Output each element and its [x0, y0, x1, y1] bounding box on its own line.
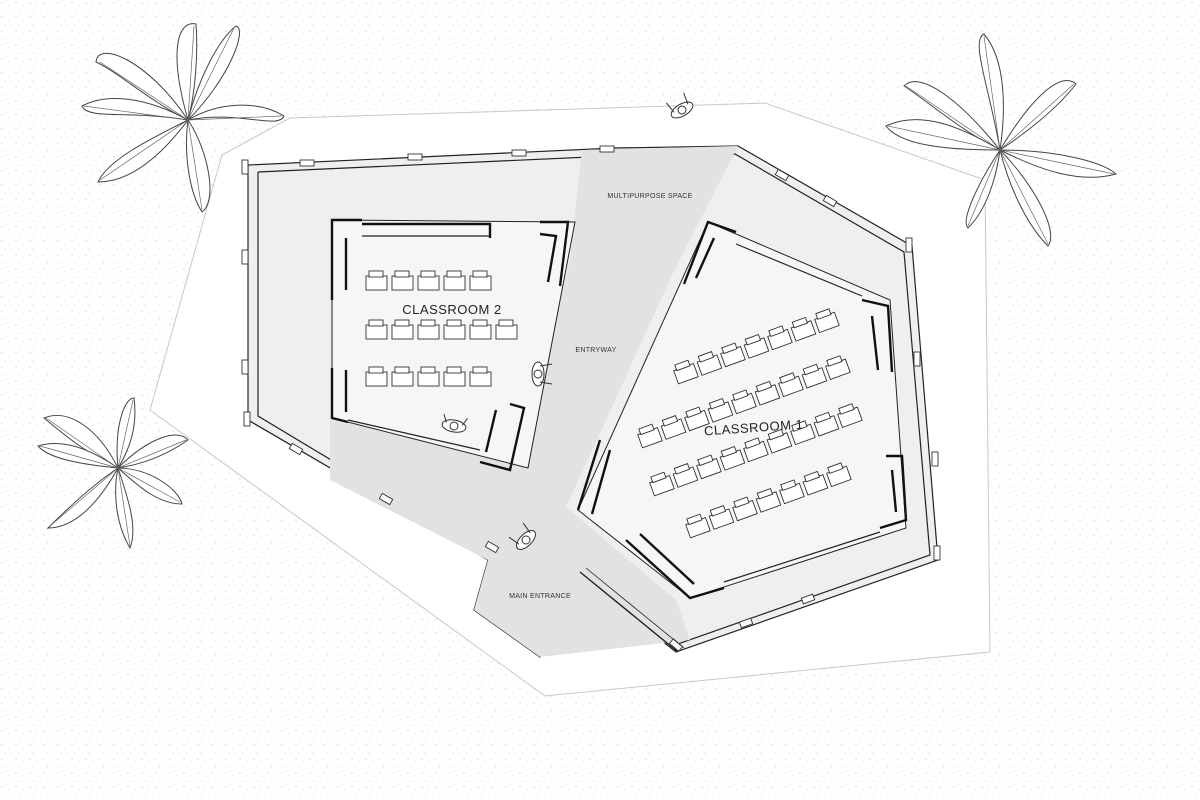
classroom-1-label: CLASSROOM 1 — [704, 417, 804, 439]
person-icon — [508, 522, 536, 550]
entryway-label: ENTRYWAY — [575, 347, 616, 354]
palm-tree-icon — [885, 33, 1118, 247]
multipurpose-label: MULTIPURPOSE SPACE — [607, 193, 692, 200]
person-icon — [441, 413, 468, 433]
classroom-1-walls — [576, 220, 908, 600]
entrance-rail — [579, 571, 679, 653]
palm-tree-icon — [81, 23, 285, 213]
classroom-2-label: CLASSROOM 2 — [402, 302, 501, 317]
entrance-rail-2 — [585, 567, 685, 649]
railing-posts — [241, 145, 941, 652]
person-icon — [531, 361, 553, 387]
person-icon — [665, 92, 694, 119]
palm-tree-icon — [37, 397, 189, 550]
classroom-2-walls — [330, 218, 570, 472]
main-entrance-label: MAIN ENTRANCE — [509, 593, 571, 600]
